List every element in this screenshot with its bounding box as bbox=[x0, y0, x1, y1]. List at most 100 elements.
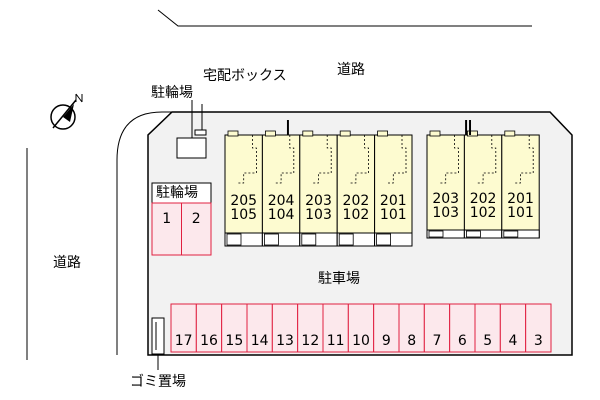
parking-space bbox=[449, 303, 476, 353]
parking-space-number: 16 bbox=[200, 333, 218, 349]
unit-step bbox=[503, 230, 519, 238]
parking-space bbox=[499, 303, 527, 353]
unit-step bbox=[301, 233, 317, 246]
road-label-left: 道路 bbox=[53, 255, 81, 271]
unit-number-upper: 202 bbox=[343, 193, 370, 209]
unit-number-upper: 201 bbox=[507, 191, 534, 207]
parking-space-number: 14 bbox=[251, 333, 269, 349]
unit-number-lower: 102 bbox=[343, 207, 370, 223]
unit-step bbox=[376, 233, 392, 246]
parking-space bbox=[170, 303, 197, 353]
unit-number-upper: 203 bbox=[305, 193, 332, 209]
garbage-label: ゴミ置場 bbox=[130, 374, 186, 390]
unit-entry bbox=[227, 130, 239, 137]
unit-step bbox=[428, 230, 444, 238]
unit-entry bbox=[504, 130, 516, 137]
parking-space-number: 5 bbox=[483, 333, 492, 349]
unit-interior-line bbox=[350, 135, 369, 184]
parking-space bbox=[322, 303, 349, 353]
parking-space-number: 10 bbox=[352, 333, 370, 349]
delivery-box bbox=[194, 129, 207, 136]
unit-entry bbox=[302, 130, 314, 137]
parking-space-number: 4 bbox=[509, 333, 518, 349]
parking-space bbox=[423, 303, 451, 353]
unit-interior-line bbox=[312, 135, 332, 184]
unit-number-lower: 104 bbox=[268, 207, 295, 223]
parking-space-number: 13 bbox=[276, 333, 294, 349]
parking-space-number: 12 bbox=[301, 333, 319, 349]
bike-space-number: 1 bbox=[162, 211, 171, 227]
unit-number-upper: 201 bbox=[380, 193, 407, 209]
unit-entry bbox=[264, 130, 276, 137]
bike-space bbox=[181, 202, 212, 256]
unit-interior-line bbox=[275, 135, 295, 184]
unit-entry bbox=[466, 130, 478, 137]
parking-space-number: 8 bbox=[407, 333, 416, 349]
unit-walkway bbox=[501, 229, 540, 239]
parking-space bbox=[297, 303, 324, 353]
bicycle-parking-box-label: 駐輪場 bbox=[156, 185, 198, 201]
unit-block bbox=[426, 134, 465, 239]
curb-line bbox=[116, 111, 172, 355]
unit-interior-line bbox=[477, 135, 497, 184]
unit-entry bbox=[377, 130, 389, 137]
unit-block bbox=[224, 134, 263, 247]
bike-space bbox=[151, 202, 182, 256]
unit-block bbox=[374, 134, 413, 247]
unit-block bbox=[336, 134, 376, 247]
parking-space bbox=[347, 303, 375, 353]
parking-space bbox=[271, 303, 299, 353]
unit-number-upper: 204 bbox=[268, 193, 295, 209]
unit-block bbox=[261, 134, 301, 247]
building-title: Ⅱ bbox=[463, 116, 473, 140]
north-arrow-icon bbox=[50, 93, 83, 130]
road-edge-top bbox=[157, 9, 532, 27]
bicycle-parking-label: 駐輪場 bbox=[151, 85, 193, 101]
parking-space-number: 15 bbox=[225, 333, 243, 349]
unit-number-lower: 101 bbox=[380, 207, 407, 223]
unit-number-upper: 202 bbox=[470, 191, 497, 207]
unit-step bbox=[465, 230, 481, 238]
bike-space-number: 2 bbox=[192, 211, 201, 227]
parking-space bbox=[195, 303, 223, 353]
road-label-top: 道路 bbox=[337, 62, 365, 78]
parking-space bbox=[221, 303, 248, 353]
unit-step bbox=[226, 233, 242, 246]
unit-number-lower: 105 bbox=[230, 207, 257, 223]
unit-step bbox=[338, 233, 354, 246]
parking-space-number: 17 bbox=[175, 333, 193, 349]
building-title: Ⅰ bbox=[285, 116, 291, 140]
unit-interior-line bbox=[238, 135, 257, 184]
parking-label: 駐車場 bbox=[318, 271, 360, 287]
unit-interior-line bbox=[440, 135, 459, 184]
unit-number-lower: 103 bbox=[305, 207, 332, 223]
parking-space-number: 11 bbox=[327, 333, 345, 349]
unit-entry bbox=[429, 130, 441, 137]
unit-entry bbox=[339, 130, 351, 137]
parking-space-number: 9 bbox=[382, 333, 391, 349]
unit-block bbox=[299, 134, 338, 247]
bicycle-shelter bbox=[176, 137, 207, 159]
unit-interior-line bbox=[514, 135, 534, 184]
parking-space bbox=[398, 303, 425, 353]
unit-number-lower: 103 bbox=[432, 205, 459, 221]
unit-number-upper: 205 bbox=[230, 193, 257, 209]
unit-number-upper: 203 bbox=[432, 191, 459, 207]
parking-space-number: 6 bbox=[458, 333, 467, 349]
delivery-box-label: 宅配ボックス bbox=[203, 68, 287, 84]
unit-number-lower: 102 bbox=[470, 205, 497, 221]
garbage-area bbox=[151, 317, 165, 355]
unit-block bbox=[501, 134, 540, 239]
unit-interior-line bbox=[387, 135, 407, 184]
unit-block bbox=[463, 134, 503, 239]
parking-space-number: 3 bbox=[534, 333, 543, 349]
unit-step bbox=[263, 233, 279, 246]
parking-space bbox=[525, 303, 552, 353]
parking-space-number: 7 bbox=[433, 333, 442, 349]
parking-space bbox=[373, 303, 400, 353]
unit-number-lower: 101 bbox=[507, 205, 534, 221]
